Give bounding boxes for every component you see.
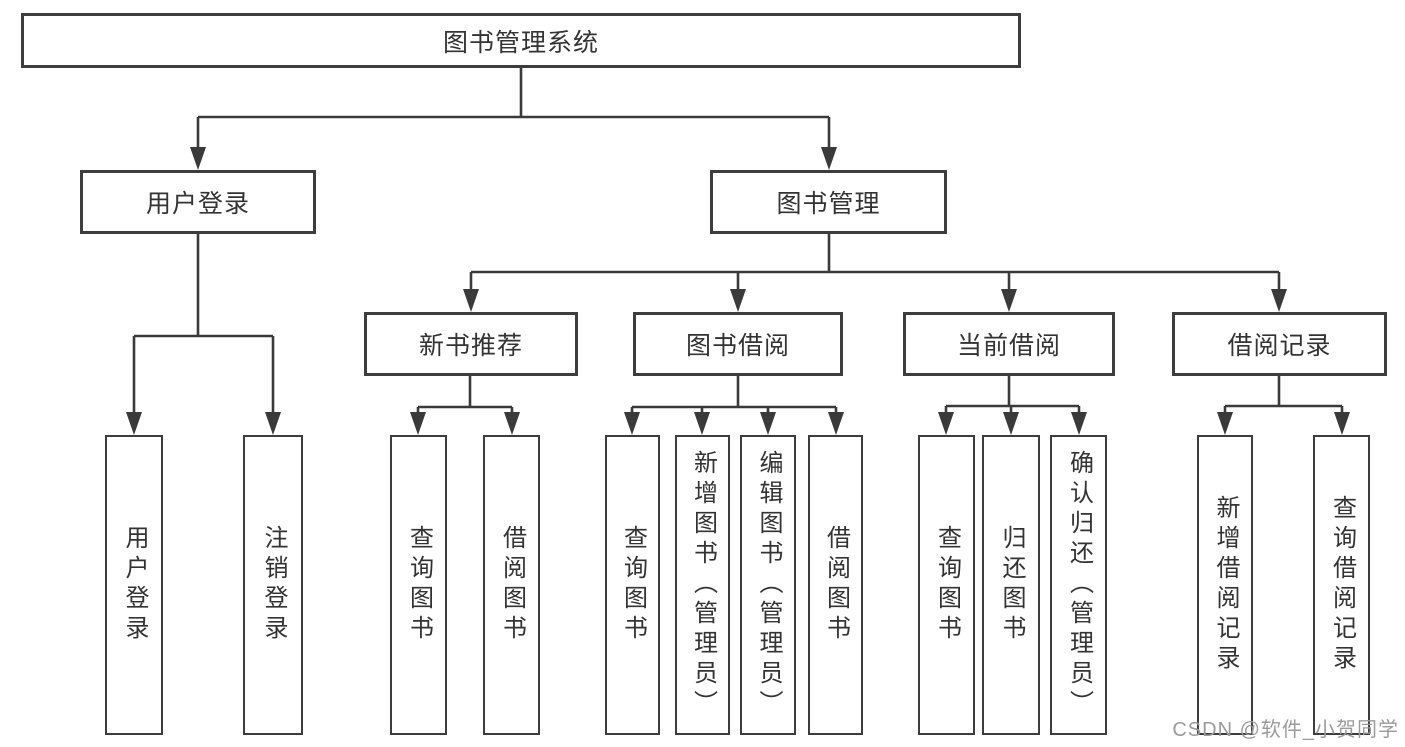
node-return-books: 归还图书 — [982, 435, 1040, 735]
node-query-borrow-record-label: 查询借阅记录 — [1328, 495, 1356, 675]
node-borrow-books-recommend-label: 借阅图书 — [498, 525, 526, 645]
node-borrow-books-borrowing-label: 借阅图书 — [822, 525, 850, 645]
node-query-books-current-label: 查询图书 — [933, 525, 961, 645]
node-add-borrow-record: 新增借阅记录 — [1197, 435, 1253, 735]
node-add-books-admin-label: 新增图书（管理员） — [689, 450, 717, 720]
node-query-books-recommend-label: 查询图书 — [405, 525, 433, 645]
node-edit-books-admin: 编辑图书（管理员） — [740, 435, 796, 735]
edges-current-borrowing — [938, 376, 1087, 435]
node-library-system: 图书管理系统 — [21, 13, 1021, 68]
node-new-book-recommendation-label: 新书推荐 — [418, 332, 523, 360]
node-add-books-admin: 新增图书（管理员） — [675, 435, 730, 735]
node-query-books-recommend: 查询图书 — [390, 435, 447, 735]
node-borrow-books-recommend: 借阅图书 — [483, 435, 540, 735]
node-add-borrow-record-label: 新增借阅记录 — [1212, 495, 1239, 675]
node-user-login: 用户登录 — [80, 170, 316, 234]
edges-new-book-recommendation — [410, 376, 520, 435]
node-query-books-borrowing-label: 查询图书 — [619, 525, 647, 645]
node-book-management: 图书管理 — [710, 170, 947, 234]
node-query-books-current: 查询图书 — [918, 435, 975, 735]
edges-book-borrowing — [624, 376, 844, 435]
csdn-watermark: CSDN @软件_小贺同学 — [1172, 719, 1399, 741]
node-borrowing-records: 借阅记录 — [1172, 312, 1387, 376]
edges-root — [190, 68, 837, 170]
node-book-management-label: 图书管理 — [776, 190, 881, 218]
node-new-book-recommendation: 新书推荐 — [364, 312, 578, 376]
node-book-borrowing: 图书借阅 — [633, 312, 843, 376]
node-confirm-return-admin: 确认归还（管理员） — [1050, 435, 1107, 735]
node-return-books-label: 归还图书 — [998, 525, 1025, 645]
node-current-borrowing: 当前借阅 — [903, 312, 1115, 376]
node-current-borrowing-label: 当前借阅 — [956, 332, 1061, 360]
node-borrow-books-borrowing: 借阅图书 — [808, 435, 863, 735]
node-confirm-return-admin-label: 确认归还（管理员） — [1065, 450, 1093, 720]
node-library-system-label: 图书管理系统 — [442, 28, 599, 57]
node-book-borrowing-label: 图书借阅 — [685, 332, 790, 360]
node-user-login-action: 用户登录 — [105, 435, 163, 735]
node-logout-action-label: 注销登录 — [260, 525, 287, 645]
node-query-borrow-record: 查询借阅记录 — [1313, 435, 1370, 735]
edges-user-login — [126, 233, 281, 435]
node-user-login-label: 用户登录 — [145, 190, 250, 218]
node-logout-action: 注销登录 — [243, 435, 303, 735]
node-query-books-borrowing: 查询图书 — [605, 435, 660, 735]
node-edit-books-admin-label: 编辑图书（管理员） — [755, 450, 782, 720]
node-borrowing-records-label: 借阅记录 — [1227, 332, 1332, 360]
edges-book-management — [463, 233, 1287, 312]
node-user-login-action-label: 用户登录 — [121, 525, 148, 645]
edges-borrowing-records — [1217, 376, 1350, 435]
